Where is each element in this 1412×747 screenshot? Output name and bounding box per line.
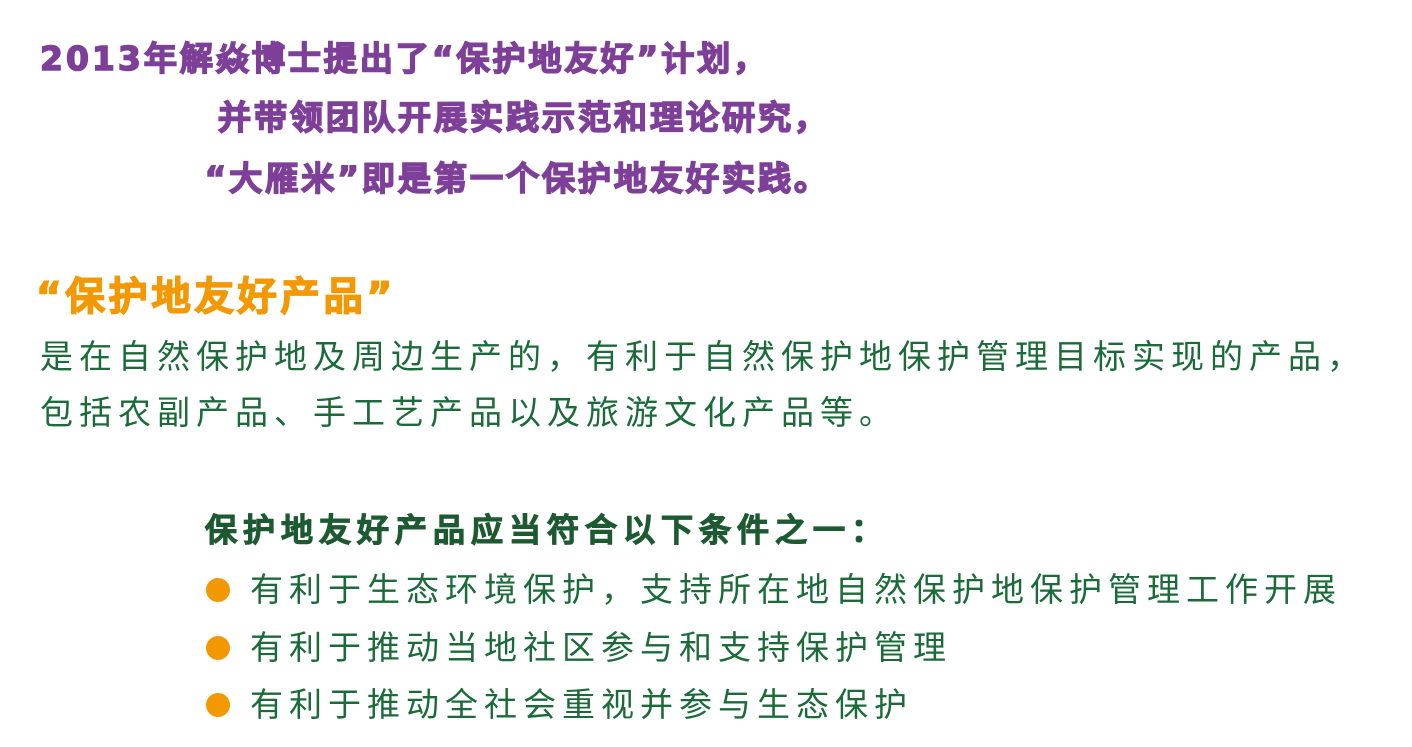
- intro-line-2: 并带领团队开展实践示范和理论研究，: [217, 98, 830, 137]
- intro-line-3: “大雁米”即是第一个保护地友好实践。: [204, 159, 830, 198]
- bullet-icon: [206, 693, 230, 717]
- definition-title: “保护地友好产品”: [35, 275, 397, 320]
- bullet-icon: [206, 578, 230, 602]
- intro-line-1: 2013年解焱博士提出了“保护地友好”计划，: [39, 39, 770, 78]
- definition-line-1: 是在自然保护地及周边生产的，有利于自然保护地保护管理目标实现的产品，: [40, 337, 1366, 376]
- bullet-icon: [206, 636, 230, 660]
- criteria-item-2: 有利于推动当地社区参与和支持保护管理: [250, 628, 952, 667]
- criteria-item-3: 有利于推动全社会重视并参与生态保护: [250, 685, 913, 724]
- criteria-heading: 保护地友好产品应当符合以下条件之一：: [204, 511, 890, 549]
- criteria-item-1: 有利于生态环境保护，支持所在地自然保护地保护管理工作开展: [250, 570, 1342, 609]
- definition-line-2: 包括农副产品、手工艺产品以及旅游文化产品等。: [40, 393, 898, 432]
